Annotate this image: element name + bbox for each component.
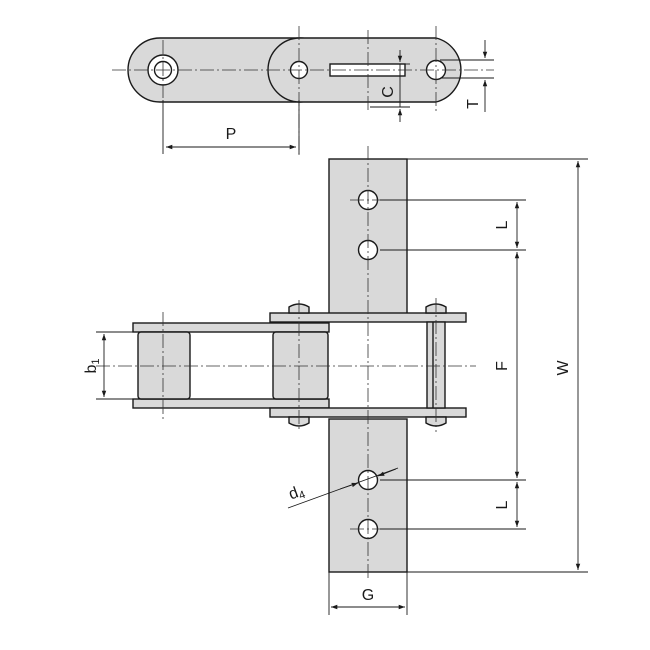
dim-label-g: G [362,587,374,604]
dim-label-p: P [226,126,237,143]
roller-middle [272,331,329,400]
plan-view: L F L W G b1 d4 [83,146,588,615]
dim-label-l-bottom: L [494,500,511,509]
inner-plate-left-bottom [132,398,330,409]
top-view: P C T [112,26,494,155]
dim-label-f: F [494,361,511,371]
roller-left [137,331,191,400]
dim-label-l-top: L [494,220,511,229]
dim-label-b1: b1 [83,358,102,373]
inner-plate-left-top [132,322,330,333]
b1-sub: 1 [90,358,102,364]
dim-label-w: W [555,360,572,376]
svg-text:b1: b1 [83,358,102,373]
dim-label-c: C [380,86,397,98]
d4-sub: 4 [297,489,307,502]
dim-label-t: T [465,99,482,109]
b1-main: b [83,365,100,374]
